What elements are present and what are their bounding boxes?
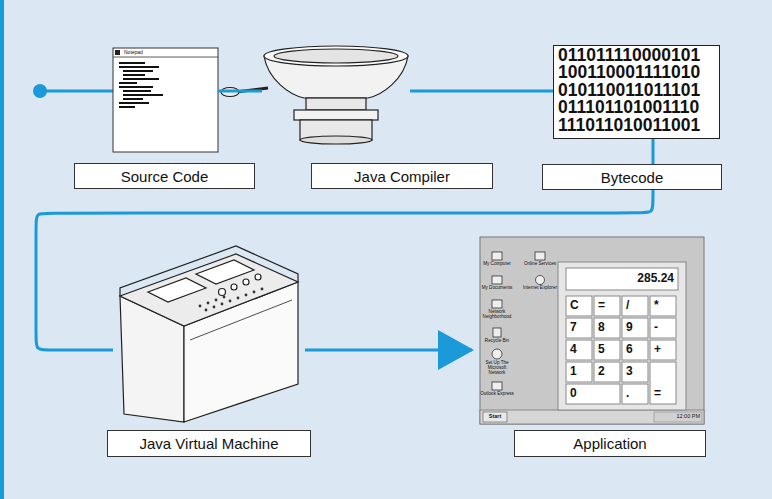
start-button: Start [485,414,505,420]
calc-key-label: - [654,321,674,334]
calc-key-label: 7 [570,321,590,334]
calc-key [650,296,676,316]
calc-key-label: + [654,343,674,356]
start-dot [33,84,47,98]
desktop-icon-label: My Computer [480,262,514,267]
calc-key-label: 3 [626,365,646,378]
calc-key [650,362,676,404]
calc-key-label: * [654,299,674,312]
calc-key-label: 0 [570,387,618,400]
calc-key [650,340,676,360]
calc-key-label: C [570,299,590,312]
desktop-icon-label: Online Services [523,262,557,267]
compiler-grinder [221,46,408,144]
calc-key [566,384,620,404]
desktop-icon-label: Recycle Bin [480,339,514,344]
calc-key [622,318,648,338]
step-label: Application [514,430,706,457]
calc-key-label: 8 [598,321,618,334]
source-window [113,48,218,152]
clock: 12:00 PM [656,414,700,420]
calc-key [622,296,648,316]
calc-key-label: 5 [598,343,618,356]
bytecode-bits: 011011110000101 100110001111010 01011001… [554,46,718,135]
desktop-icon-label: Internet Explorer [523,286,557,291]
calc-key [594,362,620,382]
calc-key-label: / [626,299,646,312]
calc-key-label: = [654,387,674,400]
lead-line [40,90,113,93]
flow-connector [410,90,553,93]
step-label: Java Compiler [311,163,493,189]
desktop-icon-label: Network Neighborhood [480,310,514,320]
jvm-step: Java Virtual Machine [113,248,305,425]
source-code-step: Source Code [113,48,218,152]
calc-key [622,340,648,360]
calc-key [566,362,592,382]
calc-key-label: 6 [626,343,646,356]
calc-key [650,318,676,338]
flow-connector [305,349,472,352]
flow-connector [218,90,262,93]
calc-key-label: 2 [598,365,618,378]
calc-key-label: . [626,387,646,400]
desktop-icon-label: My Documents [480,286,514,291]
calc-key [566,318,592,338]
step-label: Java Virtual Machine [107,430,311,457]
calc-key-label: 4 [570,343,590,356]
calc-key [622,384,648,404]
desktop-icon-label: Set Up The Microsoft Network [480,361,514,375]
calc-key [594,296,620,316]
calc-key [594,318,620,338]
step-label: Bytecode [542,164,722,190]
calc-key-label: = [598,299,618,312]
calc-key-label: 1 [570,365,590,378]
application-screenshot [480,237,704,424]
jvm-machine [120,246,298,422]
step-label: Source Code [74,163,255,189]
window-title: Notepad [124,50,164,55]
calc-key [594,340,620,360]
calc-display: 285.24 [568,272,674,285]
bytecode-box: 011011110000101 100110001111010 01011001… [553,45,720,139]
frame-bar [0,0,4,499]
calc-key [566,296,592,316]
compiler-step: Java Compiler [262,46,410,150]
calc-key [566,340,592,360]
desktop-icon-label: Outlook Express [480,392,514,397]
calc-key-label: 9 [626,321,646,334]
calc-key [622,362,648,382]
